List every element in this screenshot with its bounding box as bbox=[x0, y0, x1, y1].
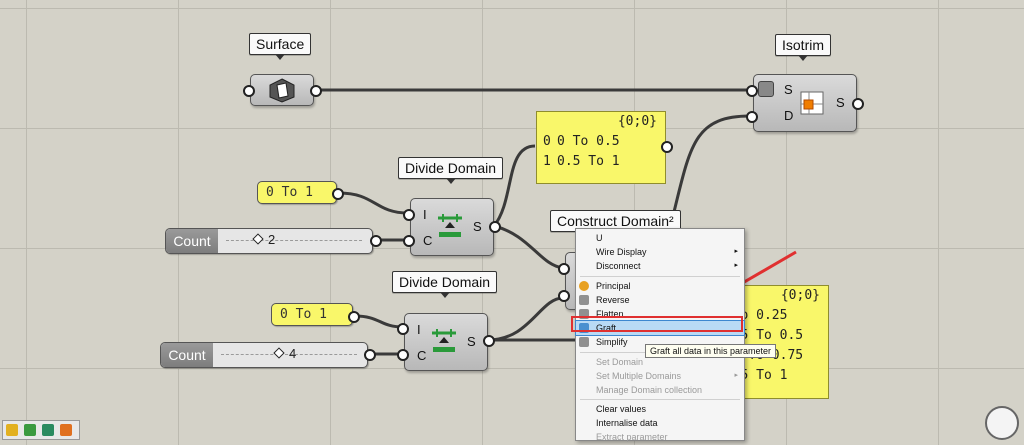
isotrim-icon bbox=[800, 91, 824, 115]
isotrim-output-grip[interactable] bbox=[852, 98, 864, 110]
count-slider-a-value[interactable]: 2 bbox=[254, 232, 275, 247]
menu-item-set-domain: Set Domain bbox=[596, 356, 644, 367]
wire-panel-isotrim bbox=[667, 114, 751, 233]
divide-domain-1-component[interactable]: I C S bbox=[410, 198, 494, 256]
count-slider-a-track[interactable] bbox=[226, 240, 362, 241]
count-slider-b[interactable]: Count 4 bbox=[160, 342, 368, 368]
divide-domain-1-input-i: I bbox=[423, 207, 427, 222]
domain-input-a-grip[interactable] bbox=[332, 188, 344, 200]
surface-param[interactable] bbox=[250, 74, 314, 106]
construct-domain-input-b-grip[interactable] bbox=[558, 290, 570, 302]
divide-domain-2-output-s: S bbox=[467, 334, 476, 349]
isotrim-input-s-grip[interactable] bbox=[746, 85, 758, 97]
panel-right[interactable]: {0;0} 0 To 0.25 0.25 To 0.5 0.5 To 0.75 … bbox=[717, 285, 829, 399]
isotrim-input-s: S bbox=[784, 82, 793, 97]
menu-item-internalise-data[interactable]: Internalise data bbox=[596, 418, 658, 429]
divide-domain-2-input-i-grip[interactable] bbox=[397, 323, 409, 335]
count-slider-a-grip[interactable] bbox=[370, 235, 382, 247]
construct-domain-input-a-grip[interactable] bbox=[558, 263, 570, 275]
divide-domain-2-input-i: I bbox=[417, 322, 421, 337]
menu-item-disconnect[interactable]: Disconnect▸ bbox=[576, 259, 744, 273]
divide-domain-1-output-grip[interactable] bbox=[489, 221, 501, 233]
submenu-arrow-icon: ▸ bbox=[734, 371, 738, 379]
divide-domain-2-component[interactable]: I C S bbox=[404, 313, 488, 371]
menu-item-reverse[interactable]: Reverse bbox=[576, 293, 744, 307]
preview-toggle-icon[interactable] bbox=[6, 424, 18, 436]
surface-output-grip[interactable] bbox=[310, 85, 322, 97]
count-slider-a[interactable]: Count 2 bbox=[165, 228, 373, 254]
isotrim-output-s: S bbox=[836, 95, 845, 110]
wire-divide1-panel bbox=[492, 144, 536, 227]
graft-tooltip: Graft all data in this parameter bbox=[645, 344, 777, 358]
menu-item-set-multiple-domains: Set Multiple Domains▸ bbox=[576, 369, 744, 383]
divide-domain-2-input-c-grip[interactable] bbox=[397, 349, 409, 361]
divide-domain-2-label: Divide Domain bbox=[392, 271, 498, 298]
divide-domain-1-input-i-grip[interactable] bbox=[403, 209, 415, 221]
isotrim-component[interactable]: S D S bbox=[753, 74, 857, 132]
surface-input-grip[interactable] bbox=[243, 85, 255, 97]
wire-domain-b-divide2 bbox=[354, 314, 404, 329]
divide-domain-1-input-c: C bbox=[423, 233, 433, 248]
domain-input-a[interactable]: 0 To 1 bbox=[257, 181, 337, 204]
submenu-arrow-icon: ▸ bbox=[734, 262, 738, 270]
domain-input-b[interactable]: 0 To 1 bbox=[271, 303, 353, 326]
divide-domain-2-output-grip[interactable] bbox=[483, 335, 495, 347]
reverse-icon bbox=[579, 294, 589, 305]
context-menu: U Wire Display▸ Disconnect▸ Principal Re… bbox=[575, 228, 745, 443]
simplify-icon bbox=[579, 337, 589, 348]
isotrim-input-d: D bbox=[784, 108, 794, 123]
divide-domain-1-output-s: S bbox=[473, 219, 482, 234]
menu-item-wire-display[interactable]: Wire Display▸ bbox=[576, 245, 744, 259]
wire-domain-a-divide1 bbox=[338, 191, 409, 215]
wire-divide1-construct bbox=[493, 224, 564, 270]
domain-input-b-grip[interactable] bbox=[348, 311, 360, 323]
navigation-widget-icon[interactable] bbox=[985, 406, 1019, 440]
divide-domain-icon bbox=[432, 329, 456, 352]
panel-top-path: {0;0} bbox=[617, 114, 657, 129]
flatten-icon bbox=[579, 308, 589, 319]
menu-item-flatten[interactable]: Flatten bbox=[576, 307, 744, 321]
menu-item-clear-values[interactable]: Clear values bbox=[596, 404, 647, 415]
count-slider-a-label: Count bbox=[166, 229, 218, 253]
divide-domain-2-input-c: C bbox=[417, 348, 427, 363]
menu-item-principal[interactable]: Principal bbox=[576, 279, 744, 293]
divide-domain-1-label: Divide Domain bbox=[398, 157, 504, 184]
divide-domain-icon bbox=[438, 214, 462, 237]
surface-icon bbox=[269, 78, 295, 103]
submenu-arrow-icon: ▸ bbox=[734, 248, 738, 256]
cluster-icon[interactable] bbox=[42, 424, 54, 436]
isotrim-surface-input-icon bbox=[758, 81, 774, 97]
panel-top-output-grip[interactable] bbox=[661, 141, 673, 153]
graft-highlight-box bbox=[571, 316, 743, 332]
graft-icon bbox=[579, 323, 589, 334]
menu-item-simplify[interactable]: Simplify bbox=[576, 335, 744, 349]
panel-right-path: {0;0} bbox=[780, 288, 820, 303]
isotrim-label: Isotrim bbox=[775, 34, 831, 61]
wire-divide2-construct bbox=[487, 296, 564, 342]
menu-item-u[interactable]: U bbox=[596, 233, 603, 243]
isotrim-input-d-grip[interactable] bbox=[746, 111, 758, 123]
canvas-toolbar bbox=[2, 420, 80, 440]
menu-separator bbox=[580, 399, 740, 401]
menu-item-extract-parameter: Extract parameter bbox=[596, 432, 668, 443]
menu-separator bbox=[580, 275, 740, 277]
principal-icon bbox=[579, 280, 589, 291]
wire-toggle-icon[interactable] bbox=[24, 424, 36, 436]
record-icon[interactable] bbox=[60, 424, 72, 436]
surface-label: Surface bbox=[249, 33, 312, 60]
divide-domain-1-input-c-grip[interactable] bbox=[403, 235, 415, 247]
count-slider-b-label: Count bbox=[161, 343, 213, 367]
menu-item-manage-domain-collection: Manage Domain collection bbox=[596, 384, 703, 395]
count-slider-b-grip[interactable] bbox=[364, 349, 376, 361]
count-slider-b-value[interactable]: 4 bbox=[275, 346, 296, 361]
